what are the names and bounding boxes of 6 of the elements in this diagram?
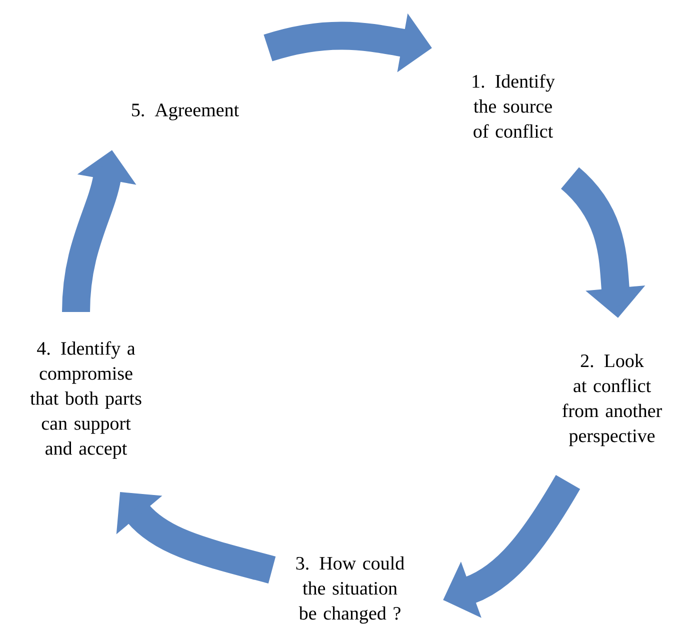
curved-arrow xyxy=(116,492,276,584)
step-label: 2. Look at conflict from another perspective xyxy=(562,354,662,446)
step-label: 5. Agreement xyxy=(132,104,239,120)
step-label: 4. Identify a compromise that both parts can support and accept xyxy=(30,341,142,459)
step-label: 3. How could the situation be changed ? xyxy=(296,556,404,624)
step-label: 1. Identify the source of conflict xyxy=(472,74,555,138)
